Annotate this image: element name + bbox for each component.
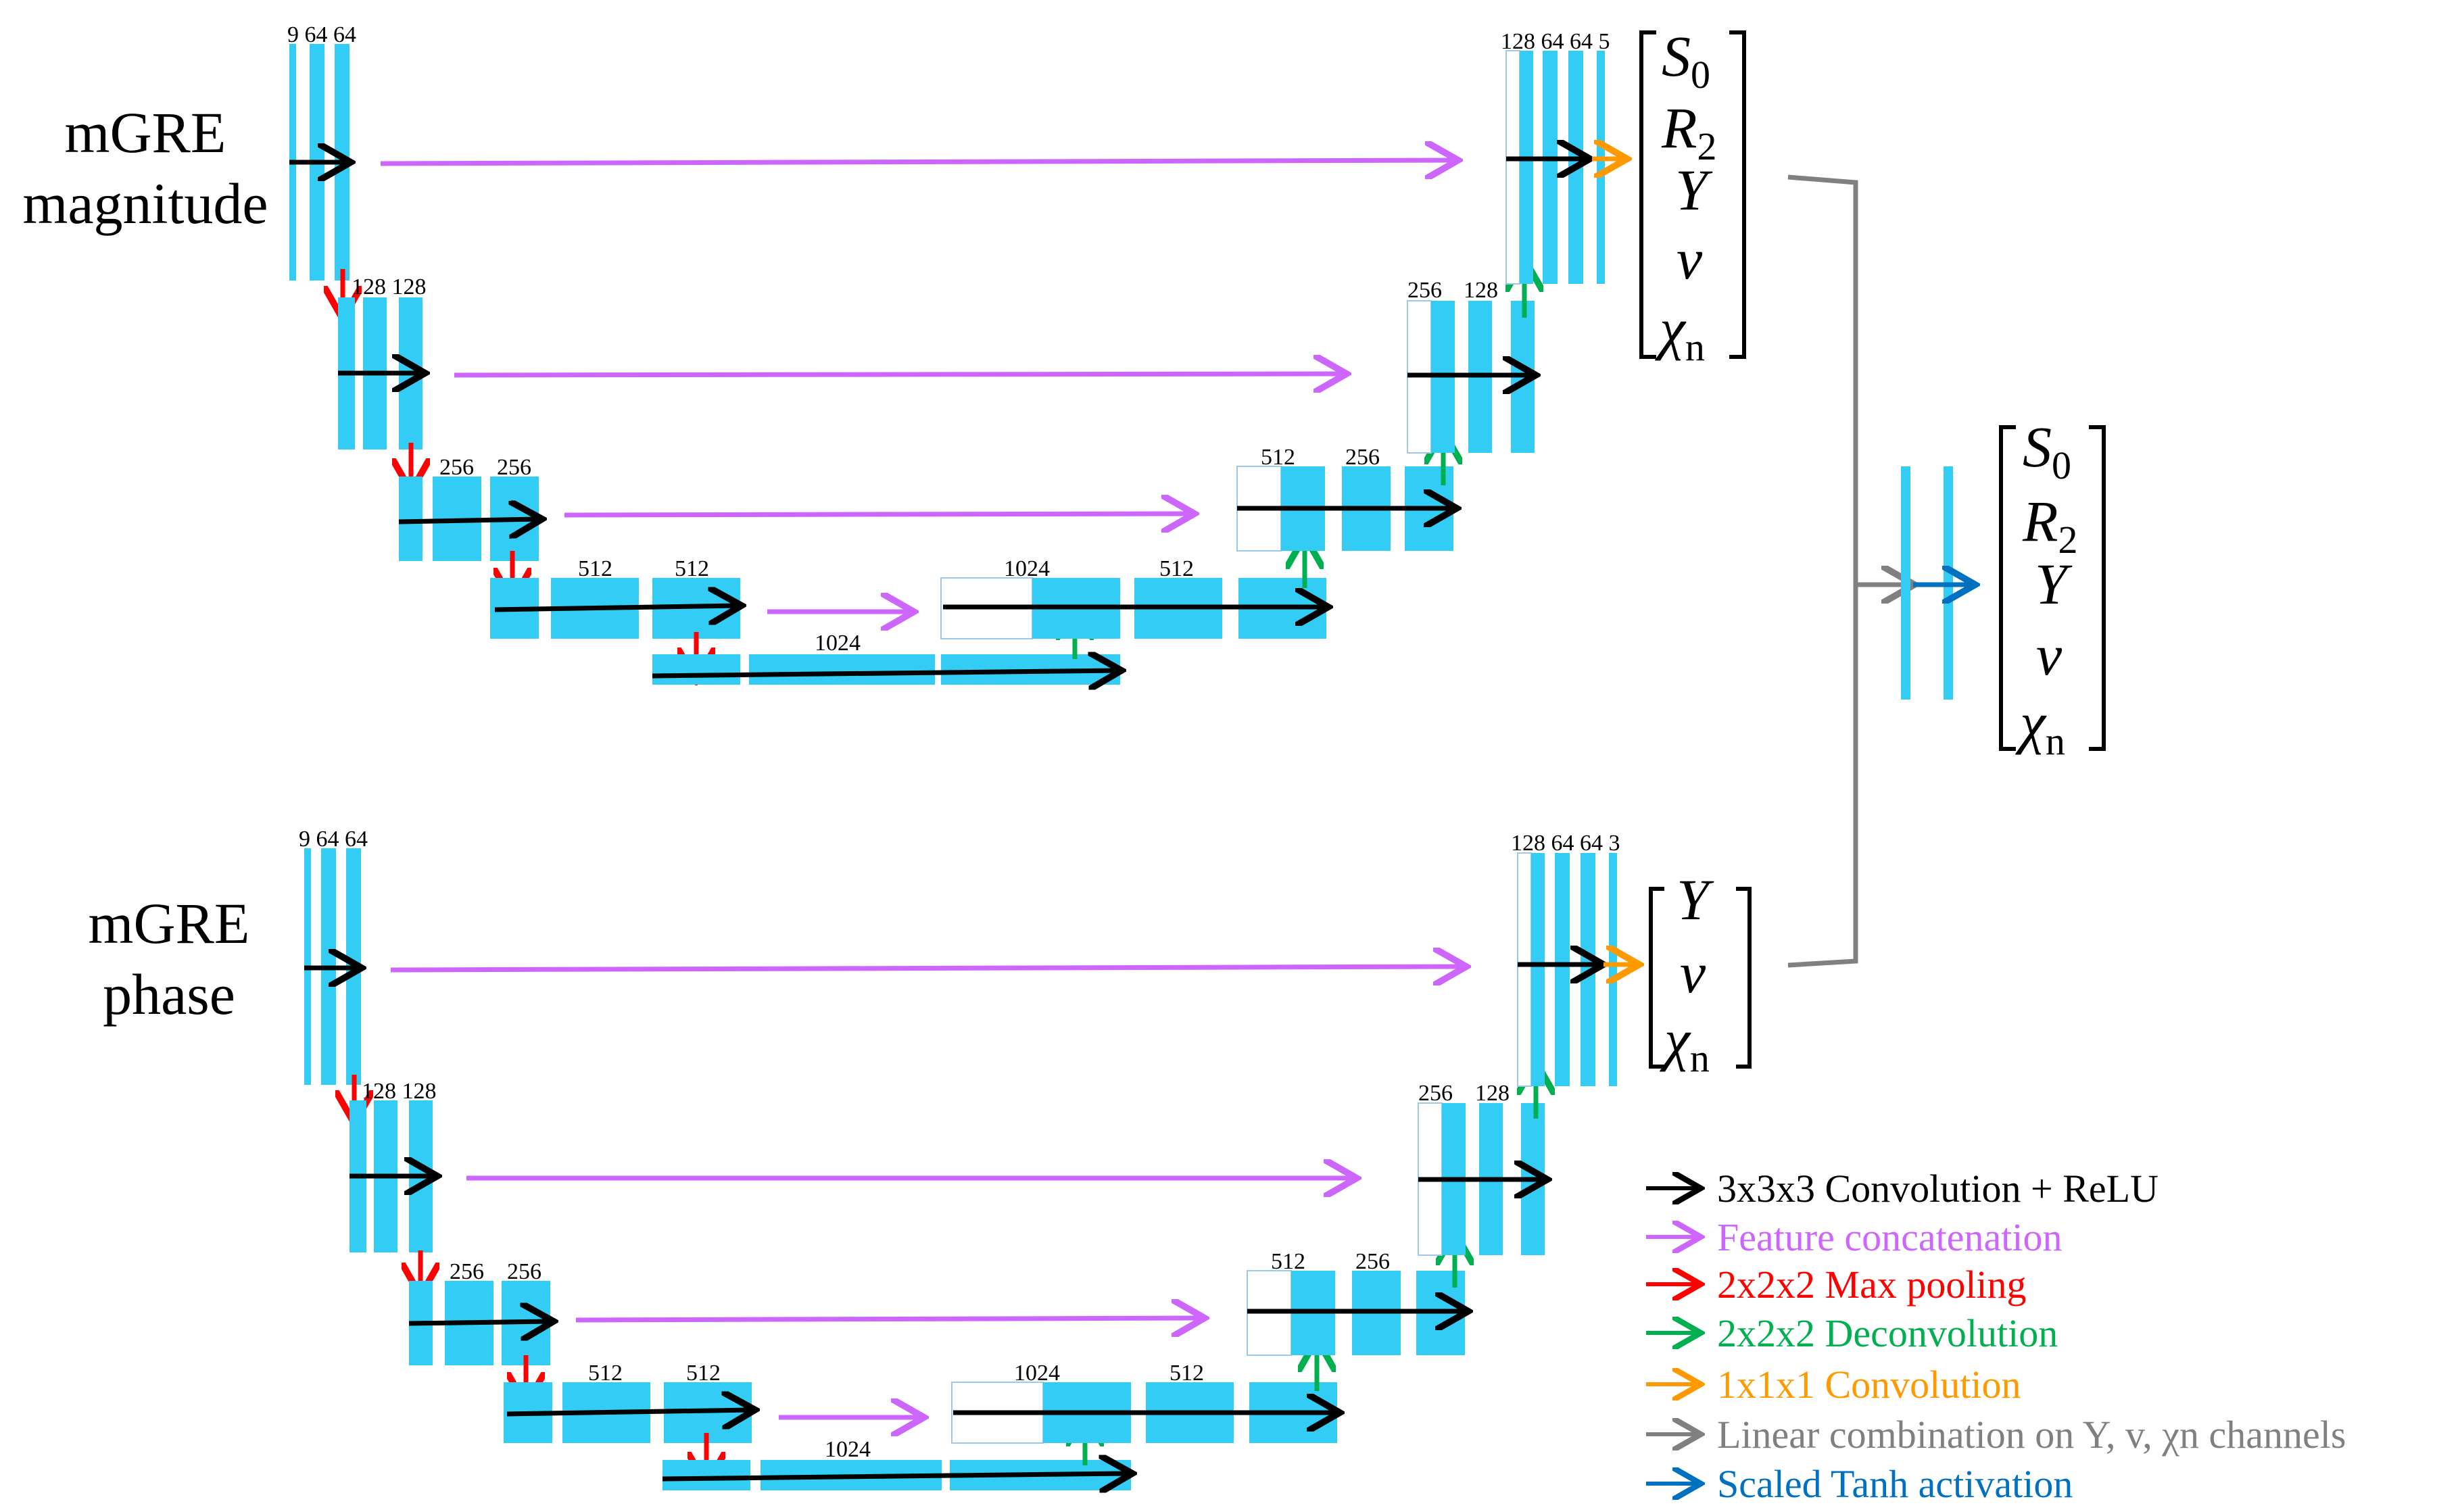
top-out-y: Y <box>1675 157 1713 222</box>
legend-item: Linear combination on Y, v, χn channels <box>1646 1413 2346 1457</box>
top-l3-right-label-b: 256 <box>1345 445 1380 470</box>
svg-text:χn: χn <box>2015 690 2065 763</box>
top-l4-left-label-b: 512 <box>675 556 709 581</box>
legend-label: 2x2x2 Max pooling <box>1717 1263 2027 1307</box>
bottom-out-v: v <box>1680 940 1706 1005</box>
legend-label: 3x3x3 Convolution + ReLU <box>1717 1167 2158 1211</box>
top-l2-right-label-b: 128 <box>1464 278 1498 303</box>
top-input-label: mGRE <box>65 100 226 165</box>
top-l4-right-label-b: 512 <box>1159 556 1194 581</box>
bottom-l2-left-label: 128 128 <box>362 1079 437 1104</box>
legend-label: 2x2x2 Deconvolution <box>1717 1311 2058 1355</box>
bottom-l2-right-label-b: 128 <box>1475 1081 1510 1106</box>
top-conv-arrow <box>494 606 737 610</box>
top-l4-left-label-a: 512 <box>578 556 612 581</box>
bottom-conv-arrow <box>408 1321 549 1323</box>
bottom-concat-arrow-l1 <box>390 967 1462 970</box>
top-l3-left-label-a: 256 <box>439 455 474 480</box>
top-l1-left-label: 9 64 64 <box>287 22 356 47</box>
bottom-bottom-label: 1024 <box>825 1437 871 1462</box>
svg-text:R2: R2 <box>1661 95 1717 168</box>
legend-label: Linear combination on Y, v, χn channels <box>1717 1413 2346 1457</box>
bottom-l4-right-label-b: 512 <box>1169 1361 1204 1386</box>
svg-text:S0: S0 <box>2023 414 2071 487</box>
top-bottom-label: 1024 <box>815 631 861 656</box>
bottom-concat-arrow-l3 <box>575 1318 1200 1320</box>
combination-branch: S0 R2 Y v χn <box>1787 174 2106 968</box>
top-unet: mGRE magnitude 9 64 64 128 128 256 256 <box>22 22 1746 685</box>
bottom-l4-left-label-b: 512 <box>686 1361 721 1386</box>
top-concat-arrow-l3 <box>564 514 1190 515</box>
top-l2-left-label: 128 128 <box>352 274 427 299</box>
bottom-conv-arrow <box>662 1473 1128 1479</box>
legend-item: Feature concatenation <box>1646 1215 2062 1259</box>
svg-text:v: v <box>2036 623 2063 687</box>
bottom-l3-left-label-a: 256 <box>450 1259 484 1284</box>
svg-text:χn: χn <box>1655 296 1705 369</box>
top-l3-right-label-a: 512 <box>1261 445 1295 470</box>
bottom-l4-left-label-a: 512 <box>588 1361 623 1386</box>
top-l1-right-blocks <box>1505 50 1605 285</box>
svg-text:S0: S0 <box>1662 24 1710 97</box>
legend-label: 1x1x1 Convolution <box>1717 1363 2021 1407</box>
top-out-v: v <box>1677 226 1703 291</box>
final-output-vector: S0 R2 Y v χn <box>1999 414 2106 763</box>
top-concat-arrow-l2 <box>454 374 1342 375</box>
svg-text:χn: χn <box>1660 1007 1710 1080</box>
legend: 3x3x3 Convolution + ReLU Feature concate… <box>1646 1167 2346 1506</box>
top-out-s: S <box>1662 24 1691 89</box>
legend-label: Feature concatenation <box>1717 1215 2062 1259</box>
bottom-input-label-2: phase <box>103 962 235 1027</box>
bottom-l2-right-label-a: 256 <box>1418 1081 1453 1106</box>
svg-text:Y: Y <box>2035 552 2073 616</box>
bottom-l3-right-label-a: 512 <box>1271 1249 1305 1274</box>
top-input-label-2: magnitude <box>22 171 268 236</box>
legend-item: 3x3x3 Convolution + ReLU <box>1646 1167 2158 1211</box>
top-l4-right-label-a: 1024 <box>1004 556 1050 581</box>
top-output-vector: S0 R2 Y v χn <box>1639 24 1746 369</box>
top-l1-right-label: 128 64 64 5 <box>1501 29 1610 54</box>
top-l3-left-label-b: 256 <box>497 455 531 480</box>
combo-block-1 <box>1901 466 1910 700</box>
bottom-l1-right-blocks <box>1517 852 1617 1087</box>
bottom-conv-arrow <box>506 1410 750 1414</box>
legend-item: Scaled Tanh activation <box>1646 1462 2073 1506</box>
legend-item: 2x2x2 Deconvolution <box>1646 1311 2058 1355</box>
bottom-l3-right-label-b: 256 <box>1355 1249 1390 1274</box>
top-l2-right-label-a: 256 <box>1407 278 1442 303</box>
bottom-output-vector: Y v χn <box>1649 867 1752 1080</box>
bottom-l3-left-label-b: 256 <box>507 1259 541 1284</box>
svg-text:R2: R2 <box>2022 489 2078 562</box>
bottom-input-label: mGRE <box>89 891 250 956</box>
bottom-unet: mGRE phase 9 64 64 128 128 256 256 <box>89 827 1752 1490</box>
top-conv-arrow <box>398 519 537 522</box>
top-concat-arrow-l1 <box>380 160 1453 164</box>
legend-label: Scaled Tanh activation <box>1717 1462 2073 1506</box>
top-conv-arrow <box>652 670 1117 676</box>
bottom-out-y: Y <box>1677 867 1714 932</box>
legend-item: 1x1x1 Convolution <box>1646 1363 2021 1407</box>
bottom-l1-right-label: 128 64 64 3 <box>1511 831 1620 856</box>
bottom-l1-left-label: 9 64 64 <box>299 827 368 852</box>
legend-item: 2x2x2 Max pooling <box>1646 1263 2027 1307</box>
bottom-l4-right-label-a: 1024 <box>1014 1361 1060 1386</box>
